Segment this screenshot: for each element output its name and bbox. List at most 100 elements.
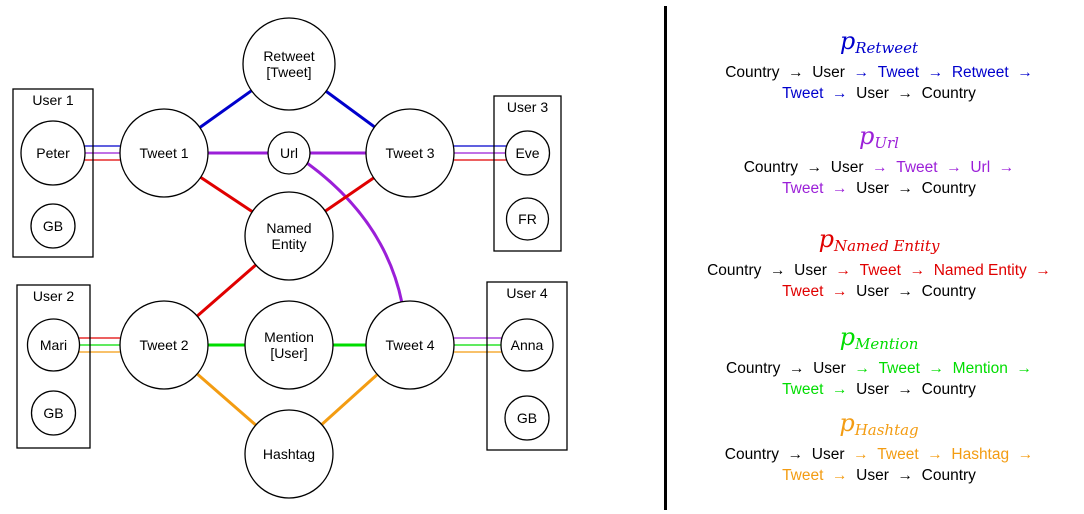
arrow-icon: →	[909, 262, 926, 279]
node-label: Hashtag	[263, 446, 315, 462]
metapath-token: Country	[743, 159, 798, 176]
arrow-icon: →	[832, 282, 848, 300]
metapath-symbol: p	[839, 323, 855, 351]
metapath-token: User	[813, 360, 846, 377]
node-tweet1: Tweet 1	[119, 108, 209, 198]
metapath-title: pRetweet	[676, 27, 1082, 57]
country-label: GB	[517, 410, 537, 426]
user-box-label: User 2	[33, 288, 74, 304]
metapath-token: Named Entity	[933, 262, 1027, 279]
person-node	[20, 120, 86, 186]
arrow-icon: →	[832, 179, 848, 197]
user-box-label: User 1	[32, 92, 73, 108]
user-box-frame	[12, 88, 94, 258]
node-label: Tweet 3	[385, 145, 434, 161]
metapath-token: Tweet	[878, 360, 920, 377]
person-label: Eve	[515, 145, 539, 161]
person-node	[504, 130, 551, 176]
arrow-icon: →	[946, 159, 962, 176]
arrow-icon: →	[897, 380, 914, 398]
arrow-icon: →	[853, 446, 869, 463]
arrow-icon: →	[998, 159, 1015, 176]
node-label: Retweet	[263, 48, 314, 64]
arrow-icon: →	[806, 159, 823, 176]
node-circle	[267, 131, 311, 175]
person-label: Anna	[511, 337, 544, 353]
node-label: Named	[266, 220, 311, 236]
metapath-token: User	[856, 179, 889, 197]
person-label: Mari	[40, 337, 67, 353]
metapath-token: User	[856, 380, 889, 398]
node-tweet3: Tweet 3	[365, 108, 455, 198]
country-node	[30, 390, 77, 436]
metapath-subscript: Retweet	[855, 39, 919, 57]
metapath-title: pHashtag	[676, 410, 1082, 439]
metapath-token: Country	[921, 282, 976, 300]
node-mention: Mention[User]	[244, 300, 334, 390]
node-label: Entity	[271, 236, 306, 252]
metapath-token: Country	[726, 360, 781, 377]
node-retweet: Retweet[Tweet]	[242, 17, 336, 111]
arrow-icon: →	[832, 84, 848, 102]
metapath-symbol: p	[839, 27, 856, 55]
user-box-frame	[486, 281, 568, 451]
metapath-token: User	[856, 84, 889, 102]
arrow-icon: →	[1035, 262, 1051, 279]
arrow-icon: →	[897, 84, 914, 102]
metapath-line: Tweet → User → Country	[676, 179, 1082, 200]
metapath-token: Tweet	[782, 282, 824, 300]
country-node	[504, 395, 550, 441]
arrow-icon: →	[897, 466, 914, 484]
metapath-token: Tweet	[782, 84, 824, 102]
node-label: Url	[280, 145, 298, 161]
arrow-icon: →	[897, 282, 914, 300]
edge-url-tweet4	[306, 161, 404, 304]
metapath-title: pUrl	[676, 123, 1082, 152]
metapath-title: pNamed Entity	[676, 226, 1082, 255]
metapath-subscript: Hashtag	[854, 421, 919, 439]
node-label: Mention	[264, 329, 314, 345]
metapath-token: Tweet	[877, 446, 919, 463]
arrow-icon: →	[787, 446, 804, 463]
node-circle	[365, 300, 455, 390]
metapath-token: Mention	[952, 360, 1008, 377]
country-label: FR	[518, 211, 537, 227]
user-box-label: User 4	[506, 285, 547, 301]
arrow-icon: →	[927, 446, 943, 463]
user-box-frame	[493, 95, 562, 252]
metapath-line: Country → User → Tweet → Mention →	[676, 359, 1082, 380]
metapath-token: Country	[921, 179, 976, 197]
metapath-line: Tweet → User → Country	[676, 380, 1082, 401]
metapath-token: Tweet	[782, 179, 824, 197]
metapath-token: Hashtag	[951, 446, 1010, 463]
arrow-icon: →	[770, 262, 786, 279]
arrow-icon: →	[1017, 446, 1034, 463]
person-label: Peter	[36, 145, 70, 161]
arrow-icon: →	[928, 360, 945, 377]
arrow-icon: →	[832, 466, 848, 484]
metapath-line: Tweet → User → Country	[676, 84, 1082, 105]
metapath-line: Country → User → Tweet → Hashtag →	[676, 445, 1082, 466]
node-tweet4: Tweet 4	[365, 300, 455, 390]
node-circle	[244, 300, 334, 390]
metapath-token: User	[830, 159, 864, 176]
metapath-token: User	[856, 466, 889, 484]
node-label: Tweet 1	[139, 145, 188, 161]
metapath-token: Tweet	[782, 380, 824, 398]
node-circle	[365, 108, 455, 198]
arrow-icon: →	[835, 262, 851, 279]
node-circle	[242, 17, 336, 111]
metapath-token: Country	[724, 446, 780, 463]
country-label: GB	[43, 405, 63, 421]
node-circle	[119, 300, 209, 390]
user-box-label: User 3	[507, 99, 548, 115]
